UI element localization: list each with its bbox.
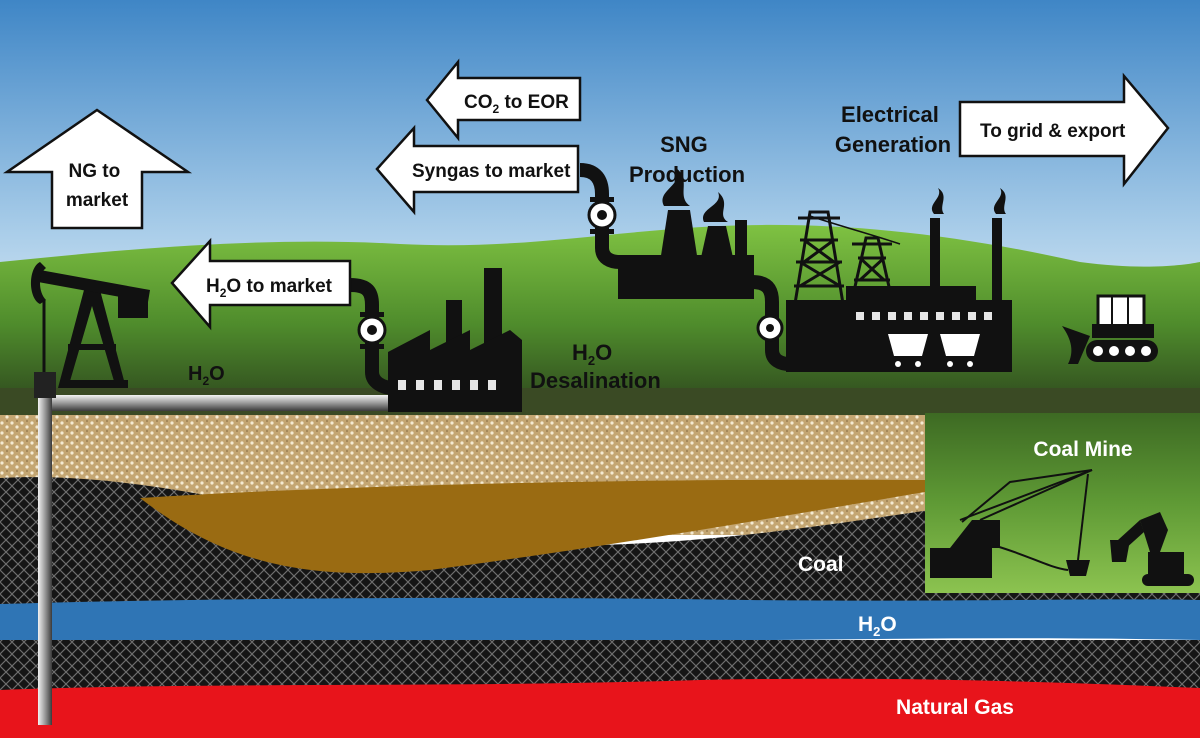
pumpjack-icon	[31, 262, 150, 388]
power-tower-icon	[790, 210, 848, 323]
arrow-h2o-to-market-label: H2O to market	[206, 276, 333, 300]
natural-gas-layer	[0, 678, 1200, 738]
valve-icon	[751, 275, 791, 371]
bulldozer-icon	[1062, 294, 1158, 364]
arrow-to-grid-export-label: To grid & export	[980, 121, 1126, 142]
natural-gas-label: Natural Gas	[896, 696, 1014, 719]
electrical-generation-label: Electrical Generation	[835, 102, 951, 157]
deep-h2o-label: H2O	[858, 613, 897, 639]
power-line	[809, 215, 901, 245]
arrow-syngas-to-market-label: Syngas to market	[412, 161, 571, 182]
arrow-ng-to-market: NG to market	[2, 108, 193, 230]
coal-mine-label: Coal Mine	[1033, 438, 1132, 461]
sng-production-label: SNG Production	[629, 132, 745, 187]
horizontal-pipeline	[38, 395, 390, 411]
surface-h2o-label: H2O	[188, 363, 225, 388]
arrow-to-grid-export: To grid & export	[958, 72, 1170, 188]
vertical-well-pipe	[38, 395, 52, 725]
brown-sediment-wedge	[140, 479, 925, 574]
valve-icon	[579, 163, 621, 269]
h2o-desalination-label: H2O Desalination	[530, 340, 661, 393]
excavator-icon	[1110, 512, 1194, 586]
arrow-h2o-to-market: H2O to market	[170, 237, 352, 331]
factory-icon	[786, 188, 1012, 372]
water-layer	[0, 597, 1200, 643]
wellhead	[34, 372, 56, 398]
power-tower-icon	[850, 236, 894, 301]
factory-icon	[388, 268, 522, 412]
arrow-ng-to-market-label: NG to market	[66, 161, 129, 211]
coal-label: Coal	[798, 553, 844, 576]
arrow-co2-to-eor-label: CO2 to EOR	[464, 92, 569, 116]
arrow-syngas-to-market: Syngas to market	[375, 124, 580, 216]
valve-icon	[349, 278, 395, 395]
dragline-icon	[930, 469, 1093, 578]
arrow-co2-to-eor: CO2 to EOR	[425, 58, 582, 142]
factory-icon	[618, 168, 754, 299]
coal-layer	[0, 477, 1200, 612]
